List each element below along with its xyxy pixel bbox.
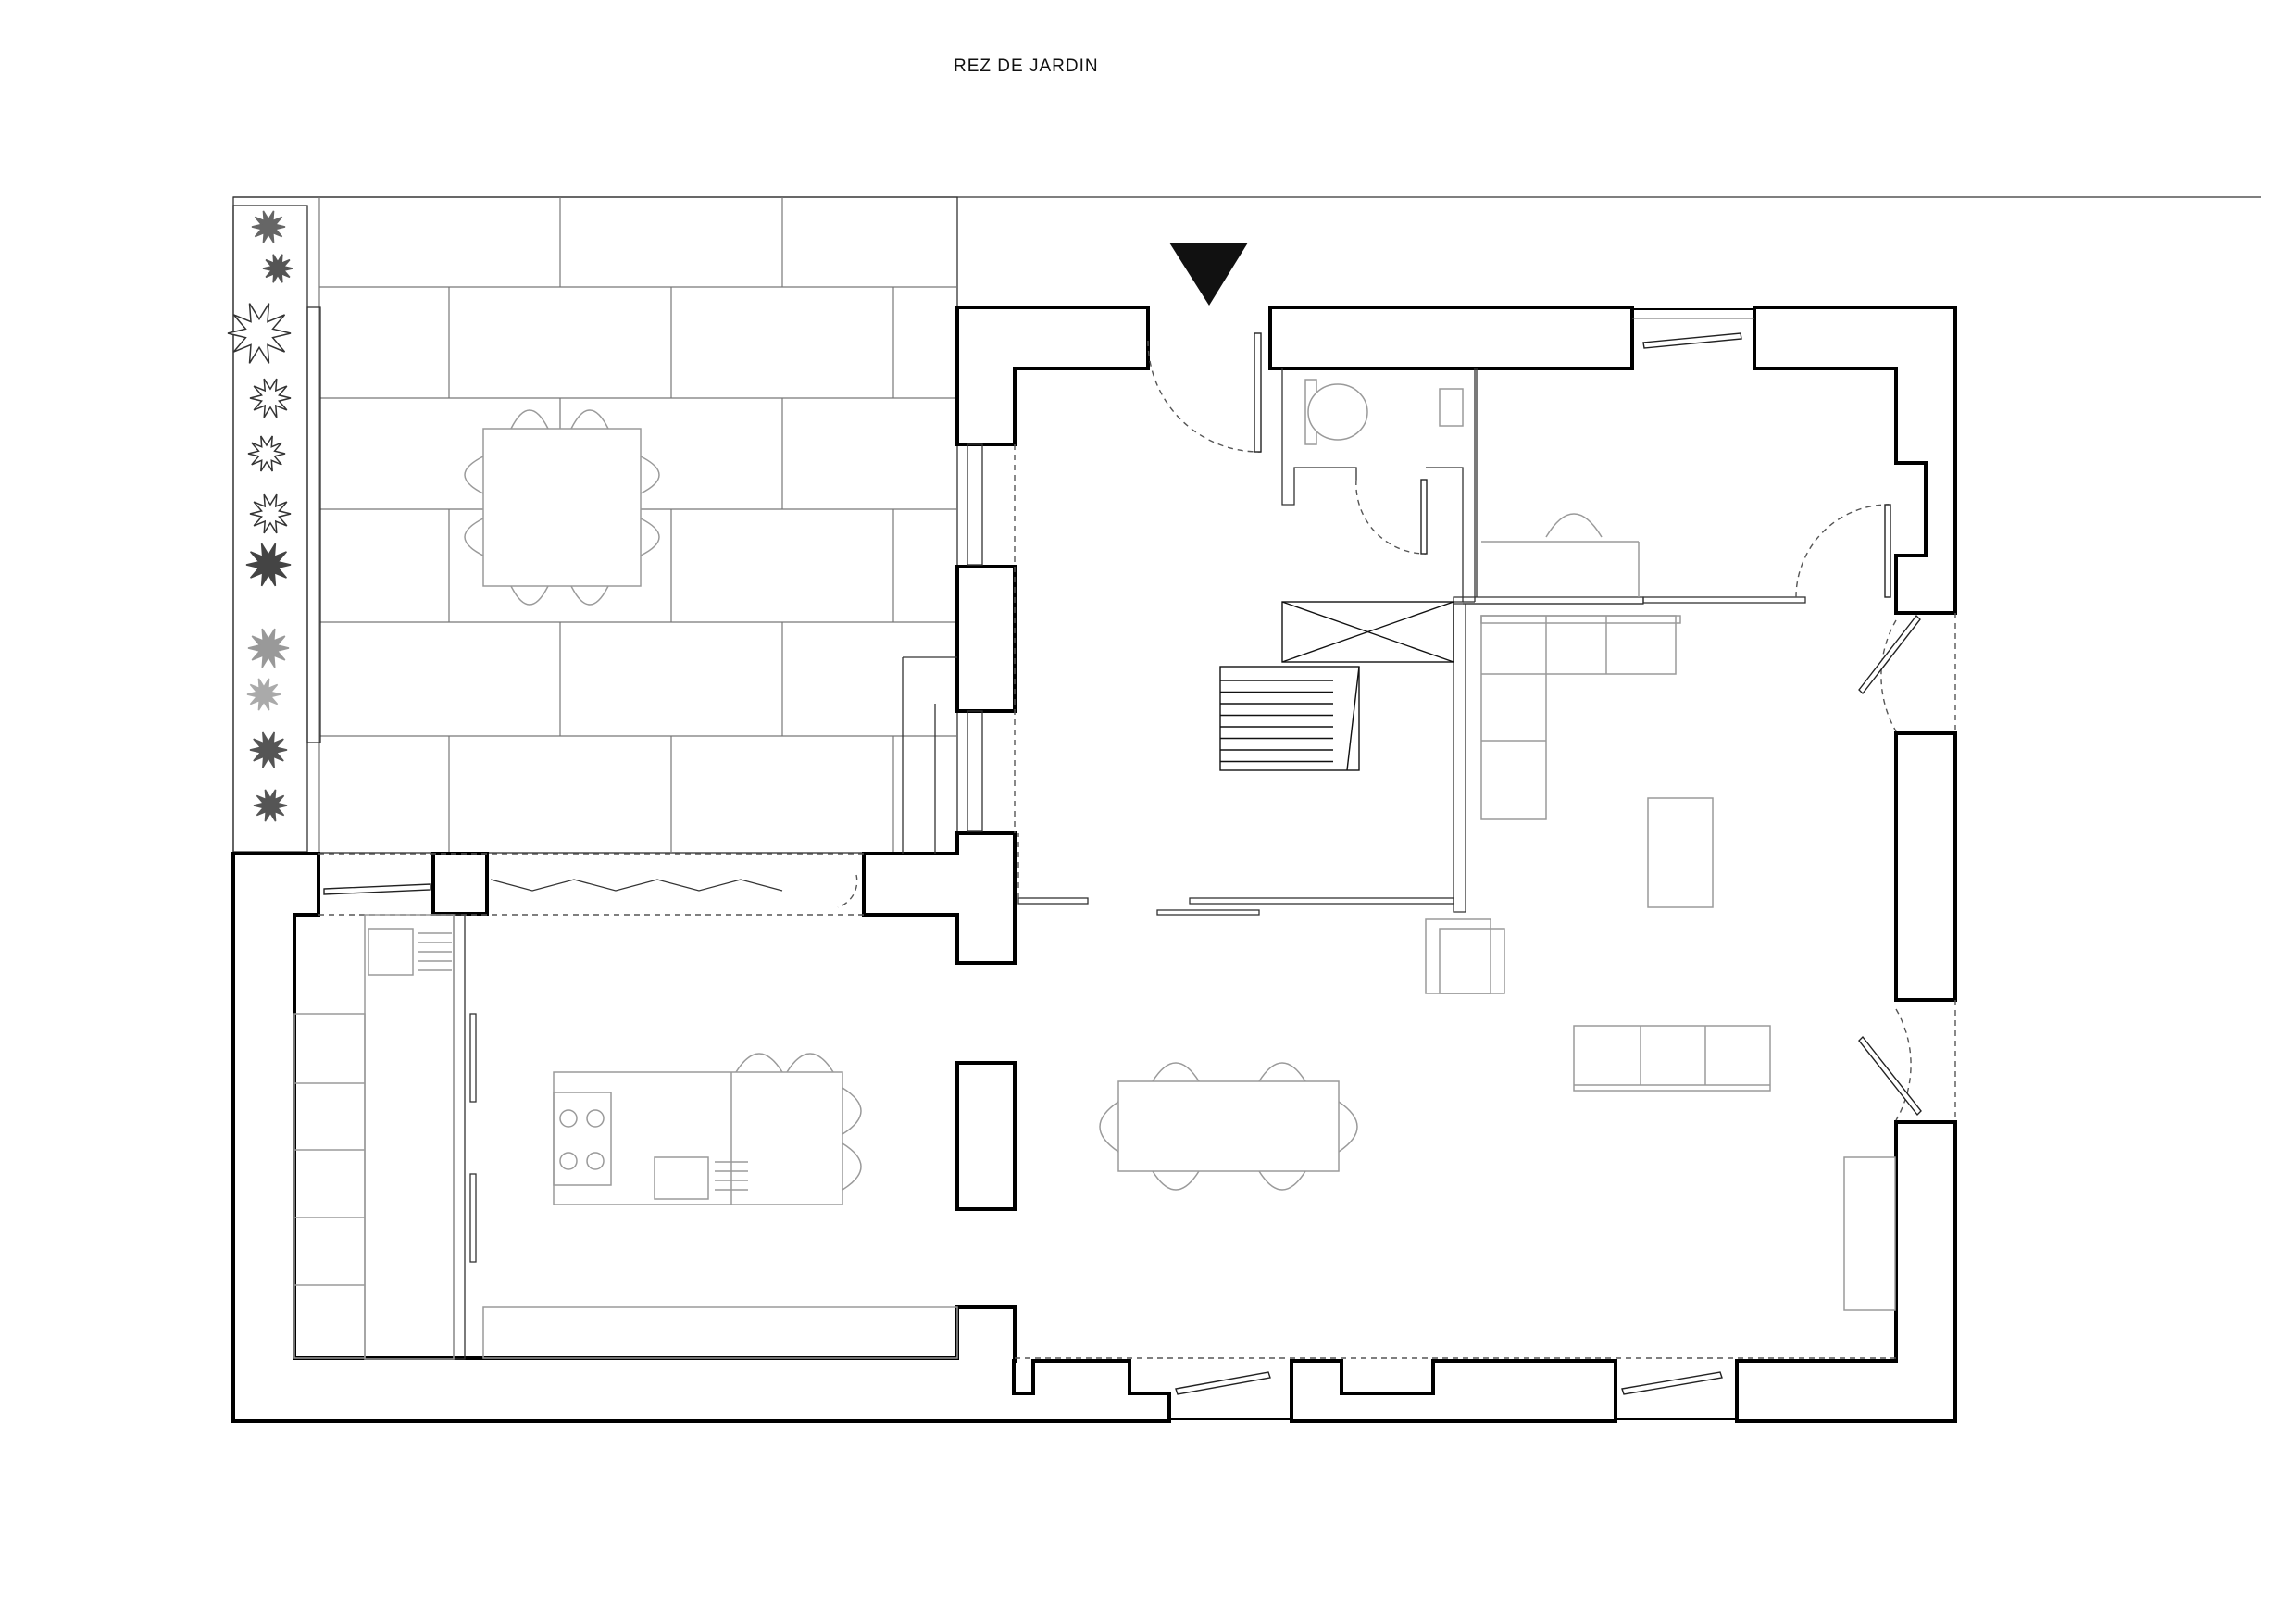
cooktop-burners <box>559 1109 605 1170</box>
kitchen-counter <box>293 914 958 1360</box>
stair-handrail <box>1346 666 1360 771</box>
dining-table <box>1117 1080 1340 1172</box>
furniture <box>293 379 1896 1360</box>
island-stools <box>735 1053 862 1191</box>
toilet-bowl <box>1307 383 1368 441</box>
plan-title: REZ DE JARDIN <box>954 56 1099 76</box>
sofa <box>1573 1025 1771 1092</box>
stair-treads <box>1220 666 1360 771</box>
plant-icon <box>251 210 286 243</box>
terrace <box>227 196 958 854</box>
plant-icon <box>245 543 292 587</box>
wash-basin <box>1439 388 1464 427</box>
plant-icon <box>249 731 288 768</box>
plant-icon <box>227 303 292 364</box>
garden-chairs <box>464 409 660 606</box>
door-swings <box>318 332 1956 1395</box>
planter-plants <box>227 210 293 822</box>
staircase <box>1219 601 1454 771</box>
corner-sofa <box>1480 615 1681 820</box>
plant-icon <box>249 378 292 418</box>
sideboard <box>1843 1156 1896 1311</box>
kitchen-island <box>553 1071 843 1205</box>
plant-icon <box>249 493 292 534</box>
island-sink <box>654 1156 709 1200</box>
interior-partitions <box>453 368 1806 1360</box>
plant-icon <box>262 254 293 283</box>
plant-icon <box>246 678 281 711</box>
coffee-table <box>1647 797 1714 908</box>
dining-chairs <box>1099 1062 1358 1191</box>
armchair <box>1425 918 1505 994</box>
plant-icon <box>247 435 286 472</box>
entrance-triangle-icon <box>1169 243 1248 306</box>
plant-icon <box>253 789 288 822</box>
garden-table <box>482 428 642 587</box>
plant-icon <box>247 628 290 668</box>
